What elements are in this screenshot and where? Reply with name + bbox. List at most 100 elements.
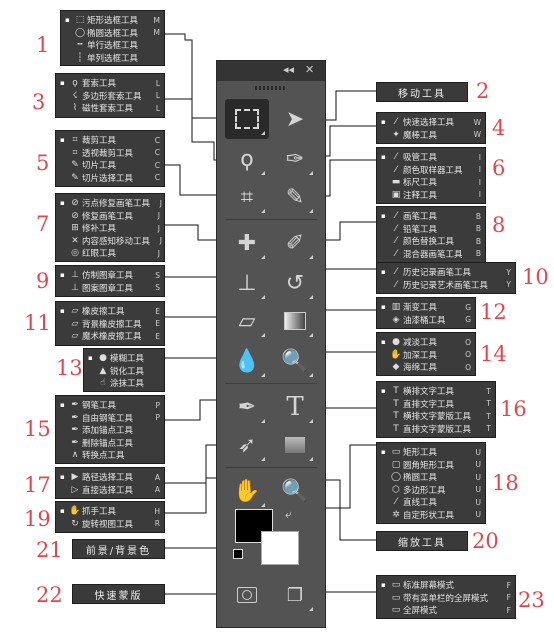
hand-tool[interactable]: ✋ (225, 471, 269, 511)
tool-entry[interactable]: ▪●模糊工具 (88, 352, 160, 365)
quick-select-tool[interactable]: ✑ (273, 139, 317, 179)
shortcut-key: U (475, 447, 482, 457)
path-select-tool[interactable]: ➶ (225, 425, 269, 465)
blur-tool[interactable]: 💧 (225, 341, 269, 381)
panel-grip[interactable] (255, 86, 287, 90)
dodge-icon: 🔍 (281, 348, 309, 374)
tool-entry[interactable]: ╍单行选框工具 (65, 39, 160, 52)
swap-colors-icon[interactable]: ⤶ (285, 507, 292, 521)
type-tool[interactable]: T (273, 387, 317, 427)
lasso-tool[interactable]: ϙ (225, 139, 269, 179)
screen-mode-button[interactable]: ❐ (273, 575, 317, 615)
marquee-tool[interactable] (225, 99, 269, 139)
zoom-tool[interactable]: 🔍 (273, 471, 317, 511)
tool-entry[interactable]: ☝涂抹工具 (88, 377, 160, 390)
quick-mask-button[interactable] (225, 575, 269, 615)
shape-tool[interactable] (273, 425, 317, 465)
move-tool[interactable]: ➤ (273, 99, 317, 139)
tool-label: 切片工具 (82, 161, 117, 172)
tool-entry[interactable]: ▲锐化工具 (88, 365, 160, 378)
close-icon[interactable]: ✕ (305, 63, 315, 76)
tool-label: 椭圆选框工具 (87, 28, 139, 39)
tool-entry[interactable]: ✒添加锚点工具 (60, 424, 160, 437)
healing-brush-tool[interactable]: ✚ (225, 223, 269, 263)
stamp-tool[interactable]: ⊥ (225, 263, 269, 303)
quick-mask-icon (237, 587, 257, 603)
pen-tool[interactable]: ✒ (225, 387, 269, 427)
collapse-icon[interactable]: ◂◂ (283, 63, 295, 76)
eyedropper-tool[interactable]: ✎ (273, 177, 317, 217)
tool-entry[interactable]: ∧转换点工具 (60, 449, 160, 462)
background-color-swatch[interactable] (261, 531, 299, 565)
default-colors-icon[interactable] (233, 549, 243, 559)
panel-header[interactable]: ◂◂ ✕ (217, 61, 325, 81)
tool-icon: ϙ (72, 78, 78, 89)
crop-tool[interactable]: ⌗ (225, 177, 269, 217)
tool-entry[interactable]: ┆单列选框工具 (65, 52, 160, 65)
foreground-color-swatch[interactable] (235, 509, 273, 543)
brush-tool[interactable]: ✐ (273, 223, 317, 263)
history-brush-tool[interactable]: ↺ (273, 263, 317, 303)
dodge-tool[interactable]: 🔍 (273, 341, 317, 381)
tool-label: 多边形套索工具 (82, 91, 142, 102)
tool-entry[interactable]: ✒删除锚点工具 (60, 437, 160, 450)
eraser-tool[interactable]: ▱ (225, 301, 269, 341)
gradient-tool[interactable] (273, 301, 317, 341)
